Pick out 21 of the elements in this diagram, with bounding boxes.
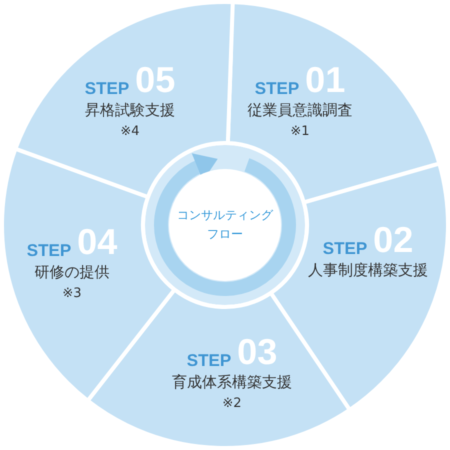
step-number: 02 [373,220,414,260]
step-title: 人事制度構築支援 [308,260,428,280]
note-mark: ※1 [290,123,310,141]
step-label: STEP [84,78,130,100]
step-number: 03 [237,332,278,372]
step-label: STEP [26,240,72,262]
center-label: コンサルティングフロー [176,207,274,243]
note-mark: ※2 [222,395,242,413]
step-number: 05 [135,60,176,100]
step-title: 育成体系構築支援 [172,372,292,392]
step-number: 04 [77,222,118,262]
note-mark: ※4 [120,123,140,141]
step-title: 研修の提供 [34,262,110,282]
note-mark: ※3 [62,285,82,303]
step-title: 従業員意識調査 [248,100,352,120]
cycle-arrow [154,154,296,296]
step-label: STEP [186,350,232,372]
step-label: STEP [254,78,300,100]
step-number: 01 [305,60,346,100]
step-title: 昇格試験支援 [85,100,175,120]
step-label: STEP [322,238,368,260]
